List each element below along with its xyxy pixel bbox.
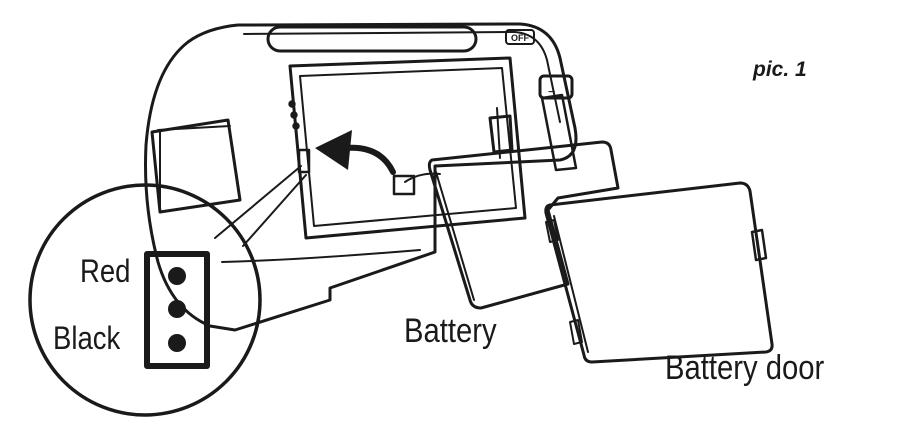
battery-label: Battery <box>404 312 497 350</box>
monitor-housing: OFF ⚊ <box>144 22 578 332</box>
figure-caption: pic. 1 <box>753 58 807 81</box>
insert-arrow <box>315 130 441 196</box>
battery-door-panel <box>544 181 774 364</box>
connector-magnifier <box>28 183 262 417</box>
callout-lines <box>214 165 307 247</box>
device-badge-text: OFF <box>511 33 529 43</box>
black-wire-label: Black <box>53 320 121 356</box>
svg-text:⚊: ⚊ <box>548 85 555 94</box>
battery-pack <box>427 140 620 310</box>
red-wire-label: Red <box>80 253 131 289</box>
battery-door-label: Battery door <box>665 349 825 387</box>
